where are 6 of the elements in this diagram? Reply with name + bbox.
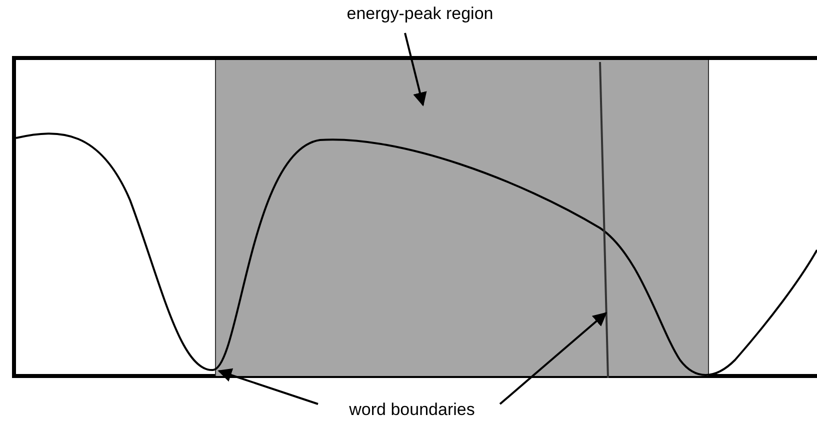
annotation-label: word boundaries [349, 400, 475, 420]
leader-arrow [218, 368, 318, 405]
leader-arrow [499, 312, 608, 405]
annotation-label: energy-peak region [346, 4, 494, 24]
shaded-region [215, 60, 709, 376]
leader-arrow [404, 32, 427, 106]
